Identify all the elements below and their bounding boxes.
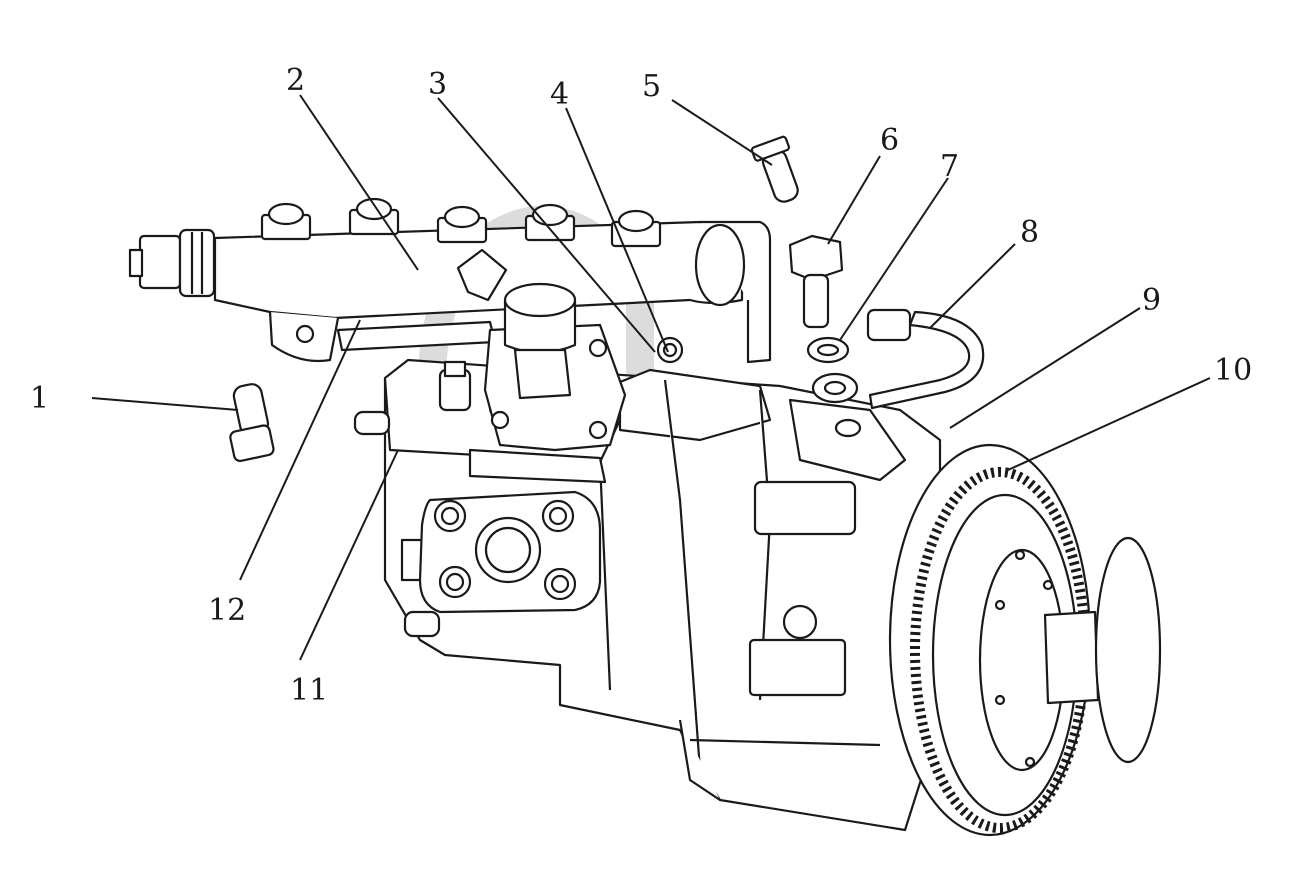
callout-label-12: 12: [208, 593, 246, 628]
callout-label-10: 10: [1214, 353, 1252, 388]
leader-line-12: [239, 319, 361, 581]
leader-line-7: [839, 177, 949, 341]
leader-line-3: [437, 97, 656, 353]
fuel-rail: [128, 197, 772, 364]
loose-parts: [229, 135, 850, 463]
pump-body: [353, 358, 942, 832]
callout-label-8: 8: [1020, 215, 1039, 250]
drive-gear: [888, 443, 1162, 837]
leader-line-4: [565, 107, 669, 353]
pump-assembly-drawing: [128, 135, 1162, 837]
callout-label-3: 3: [428, 67, 447, 102]
leader-line-8: [929, 243, 1016, 329]
mounting-flange: [418, 490, 602, 614]
callout-labels: 1 2 3 4 5 6 7 8 9 10 11 12: [30, 63, 1252, 708]
callout-label-2: 2: [286, 63, 305, 98]
callout-label-4: 4: [550, 77, 569, 112]
callout-label-9: 9: [1142, 283, 1161, 318]
leader-line-1: [91, 397, 239, 411]
leader-line-11: [299, 449, 399, 661]
metering-valve: [483, 282, 684, 452]
leader-line-2: [299, 94, 419, 271]
leader-line-5: [671, 99, 773, 166]
callout-label-6: 6: [880, 123, 899, 158]
callout-label-7: 7: [940, 149, 959, 184]
callout-label-1: 1: [30, 381, 49, 416]
leader-lines: [91, 94, 1211, 661]
leader-line-9: [949, 307, 1141, 429]
fuel-pipe: [788, 308, 985, 482]
callout-label-5: 5: [642, 69, 661, 104]
leader-line-6: [827, 155, 881, 245]
callout-label-11: 11: [290, 673, 328, 708]
leader-line-10: [1007, 377, 1211, 471]
rail-outlet-fittings: [260, 197, 662, 248]
